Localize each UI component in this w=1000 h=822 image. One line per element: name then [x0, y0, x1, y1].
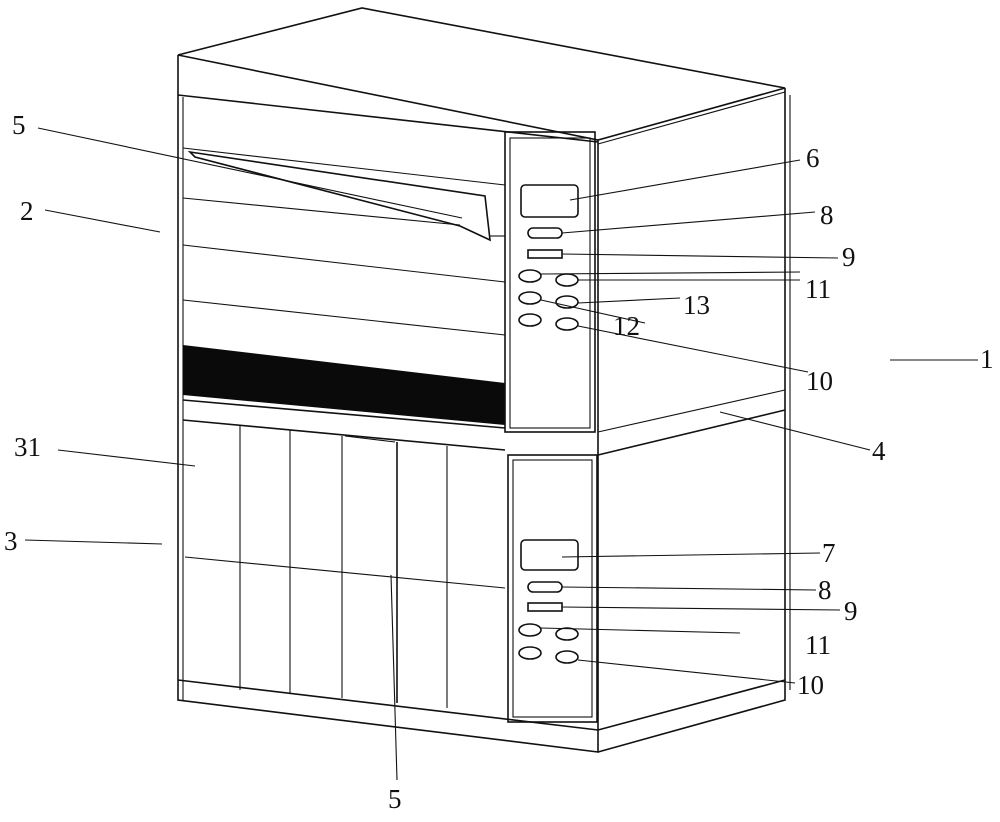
label-9-upper: 9 — [842, 242, 856, 272]
button-13[interactable] — [555, 295, 579, 309]
label-6: 6 — [806, 143, 820, 173]
label-8-upper: 8 — [820, 200, 834, 230]
lower-button-8[interactable] — [527, 581, 563, 593]
leader-lines — [24, 127, 978, 781]
upper-display — [520, 184, 579, 218]
label-9-lower: 9 — [844, 596, 858, 626]
label-7: 7 — [822, 538, 836, 568]
upper-button-blank[interactable] — [518, 313, 542, 327]
label-11-upper: 11 — [805, 274, 831, 304]
label-12: 12 — [613, 311, 640, 341]
slot — [187, 150, 491, 242]
label-8-lower: 8 — [818, 575, 832, 605]
lower-button-10[interactable] — [555, 650, 579, 664]
label-10-upper: 10 — [806, 366, 833, 396]
top-face — [177, 7, 786, 141]
lower-display — [520, 539, 579, 571]
lower-control-panel — [507, 454, 598, 723]
lower-slot-9 — [527, 602, 563, 612]
label-10-lower: 10 — [797, 670, 824, 700]
upper-button-8[interactable] — [527, 227, 563, 239]
label-3: 3 — [4, 526, 18, 556]
down-arrow-button[interactable] — [555, 273, 579, 287]
label-5-top: 5 — [12, 110, 26, 140]
up-arrow-button[interactable] — [518, 269, 542, 283]
upper-button-10[interactable] — [555, 317, 579, 331]
upper-control-panel — [504, 131, 596, 433]
lower-doors — [184, 425, 506, 708]
label-11-lower: 11 — [805, 630, 831, 660]
black-band — [183, 345, 505, 425]
lower-up-arrow-button[interactable] — [518, 623, 542, 637]
lower-down-arrow-button[interactable] — [555, 627, 579, 641]
front-outline — [177, 55, 599, 753]
label-1: 1 — [980, 344, 994, 374]
label-2: 2 — [20, 196, 34, 226]
lower-button-blank[interactable] — [518, 646, 542, 660]
label-31: 31 — [14, 432, 41, 462]
right-side — [597, 88, 786, 753]
label-4: 4 — [872, 436, 886, 466]
label-5-bottom: 5 — [388, 784, 402, 814]
button-12[interactable] — [518, 291, 542, 305]
label-13: 13 — [683, 290, 710, 320]
upper-slot-9 — [527, 249, 563, 259]
